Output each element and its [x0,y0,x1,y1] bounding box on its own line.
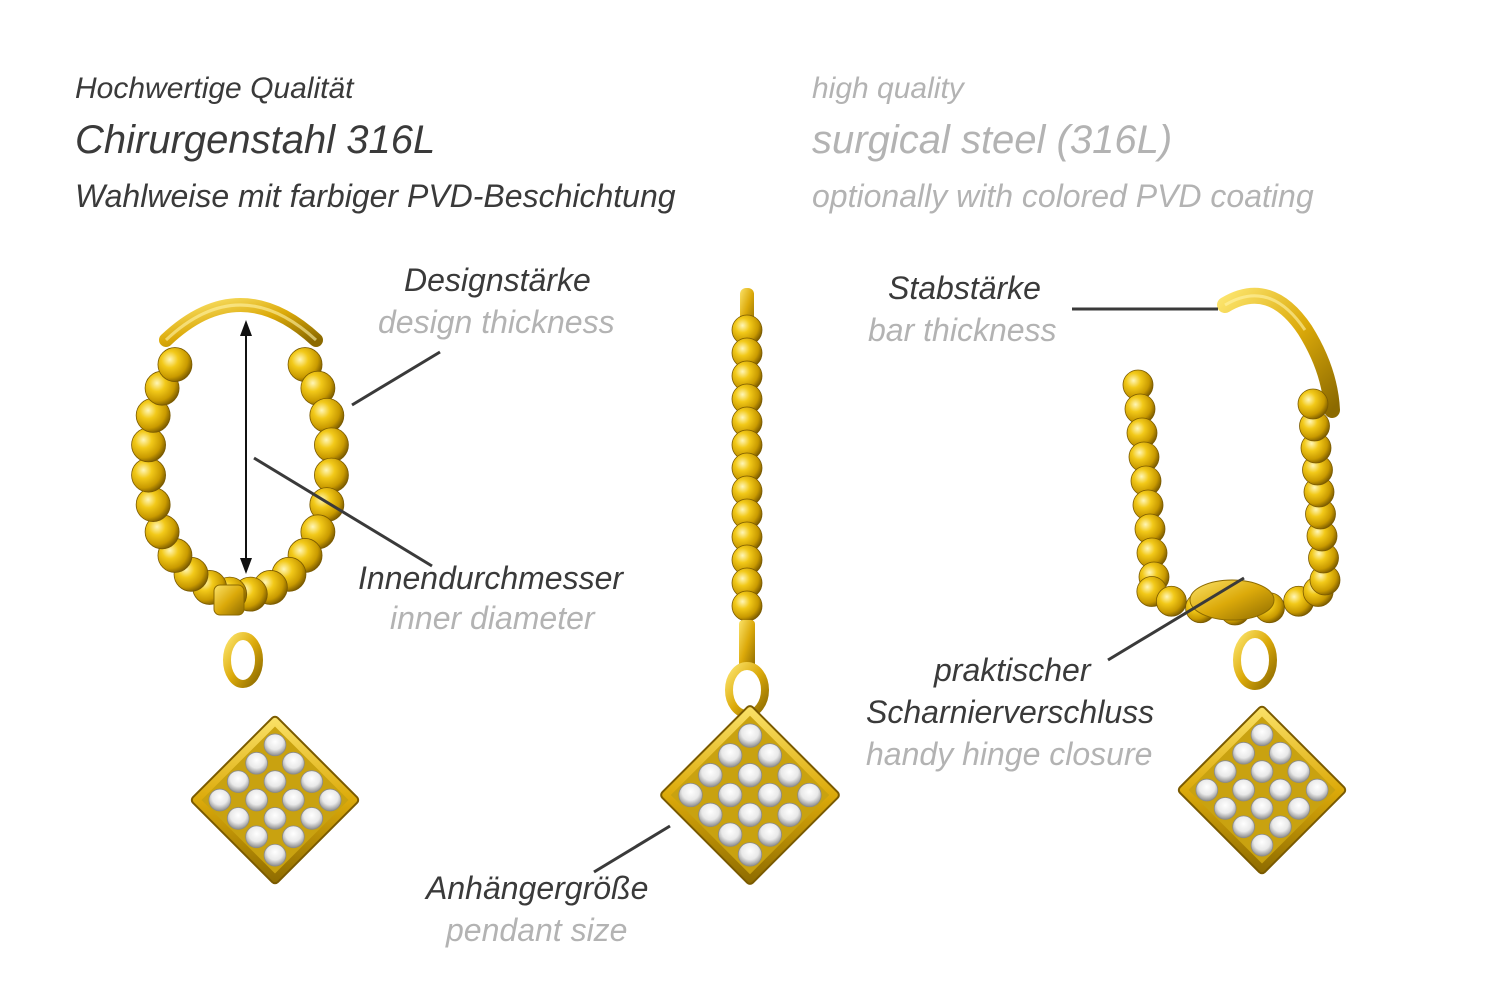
label-hinge-closure-de-1: praktischer [934,652,1091,688]
leader-inner-diameter [253,456,433,568]
header-de-line3: Wahlweise mit farbiger PVD-Beschichtung [75,178,676,214]
header-en-line2: surgical steel (316L) [812,118,1173,162]
label-hinge-closure-de-2: Scharnierverschluss [866,694,1155,730]
leader-hinge-closure [1107,576,1245,662]
label-pendant-size-en: pendant size [446,912,628,948]
leader-pendant-size [593,824,671,874]
label-design-thickness-de: Designstärke [404,262,591,298]
label-pendant-size-de: Anhängergröße [426,870,649,906]
earring-front-view [131,298,360,885]
label-design-thickness-en: design thickness [378,304,615,340]
label-inner-diameter-en: inner diameter [390,600,595,636]
header-en-line1: high quality [812,72,964,105]
label-hinge-closure-en: handy hinge closure [866,736,1153,772]
label-bar-thickness-en: bar thickness [868,312,1057,348]
earring-open-view [1122,287,1347,875]
leader-design-thickness [351,350,441,407]
inner-diameter-arrow [240,320,252,574]
header-de-line1: Hochwertige Qualität [75,72,354,105]
label-bar-thickness-de: Stabstärke [888,270,1041,306]
label-inner-diameter-de: Innendurchmesser [358,560,624,596]
earring-side-view [660,288,840,885]
header-de-line2: Chirurgenstahl 316L [75,118,436,162]
header-en-line3: optionally with colored PVD coating [812,178,1314,214]
